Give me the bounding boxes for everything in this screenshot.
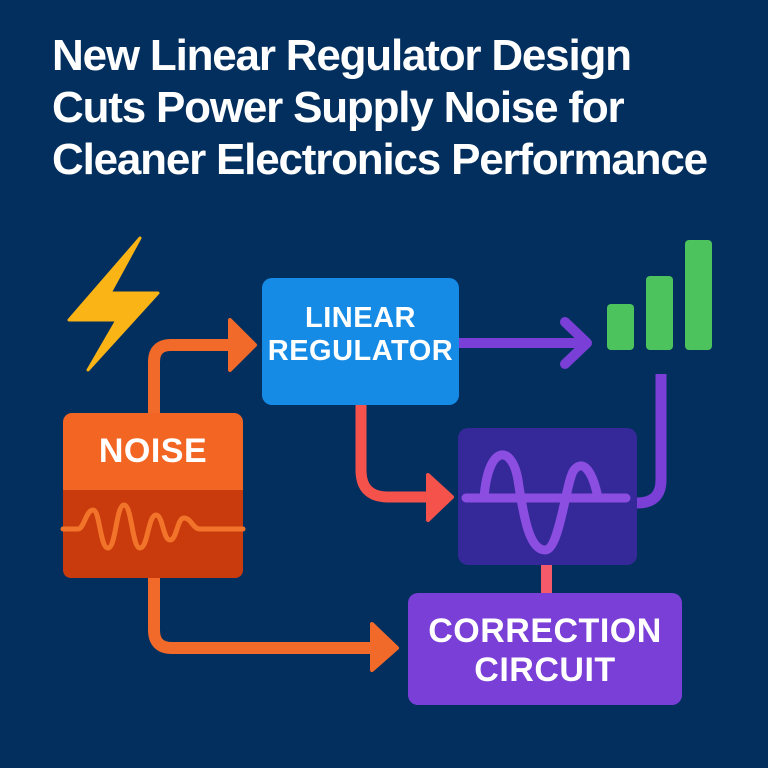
connector-output-to-filter xyxy=(636,374,667,509)
noise-label-text: NOISE xyxy=(98,432,208,470)
noise-waveform-icon xyxy=(60,502,246,551)
lightning-bolt-icon xyxy=(67,236,160,372)
correction-circuit-label: CORRECTION CIRCUIT xyxy=(408,612,682,690)
sine-wave-icon xyxy=(461,450,631,555)
connector-filter-to-correction xyxy=(541,565,552,595)
linear-regulator-label-line-1: LINEAR xyxy=(305,302,416,334)
headline: New Linear Regulator Design Cuts Power S… xyxy=(52,30,762,186)
signal-bar-1 xyxy=(607,304,634,350)
arrow-noise-to-correction xyxy=(148,575,375,654)
arrow-regulator-to-filter xyxy=(355,405,432,503)
arrow-head-regulator-to-filter xyxy=(426,473,454,522)
correction-circuit-label-line-2: CIRCUIT xyxy=(474,651,616,690)
headline-line-2: Cuts Power Supply Noise for xyxy=(52,83,625,132)
noise-box xyxy=(60,413,246,578)
linear-regulator-label-line-2: REGULATOR xyxy=(267,335,454,368)
arrow-head-noise-to-correction xyxy=(370,622,399,672)
arrow-head-regulator-to-output xyxy=(560,317,592,369)
correction-circuit-box xyxy=(408,593,682,705)
arrow-noise-to-regulator xyxy=(148,339,232,415)
headline-line-1: New Linear Regulator Design xyxy=(52,31,632,80)
linear-regulator-label: LINEAR REGULATOR xyxy=(262,302,459,369)
signal-bar-3 xyxy=(685,240,712,350)
signal-bars-icon xyxy=(607,240,712,350)
noise-label: NOISE xyxy=(63,432,243,471)
arrow-head-noise-to-regulator xyxy=(228,318,257,372)
signal-bar-2 xyxy=(646,276,673,350)
correction-circuit-label-line-1: CORRECTION xyxy=(428,612,662,650)
headline-line-3: Cleaner Electronics Performance xyxy=(52,135,708,184)
linear-regulator-box xyxy=(262,278,459,405)
